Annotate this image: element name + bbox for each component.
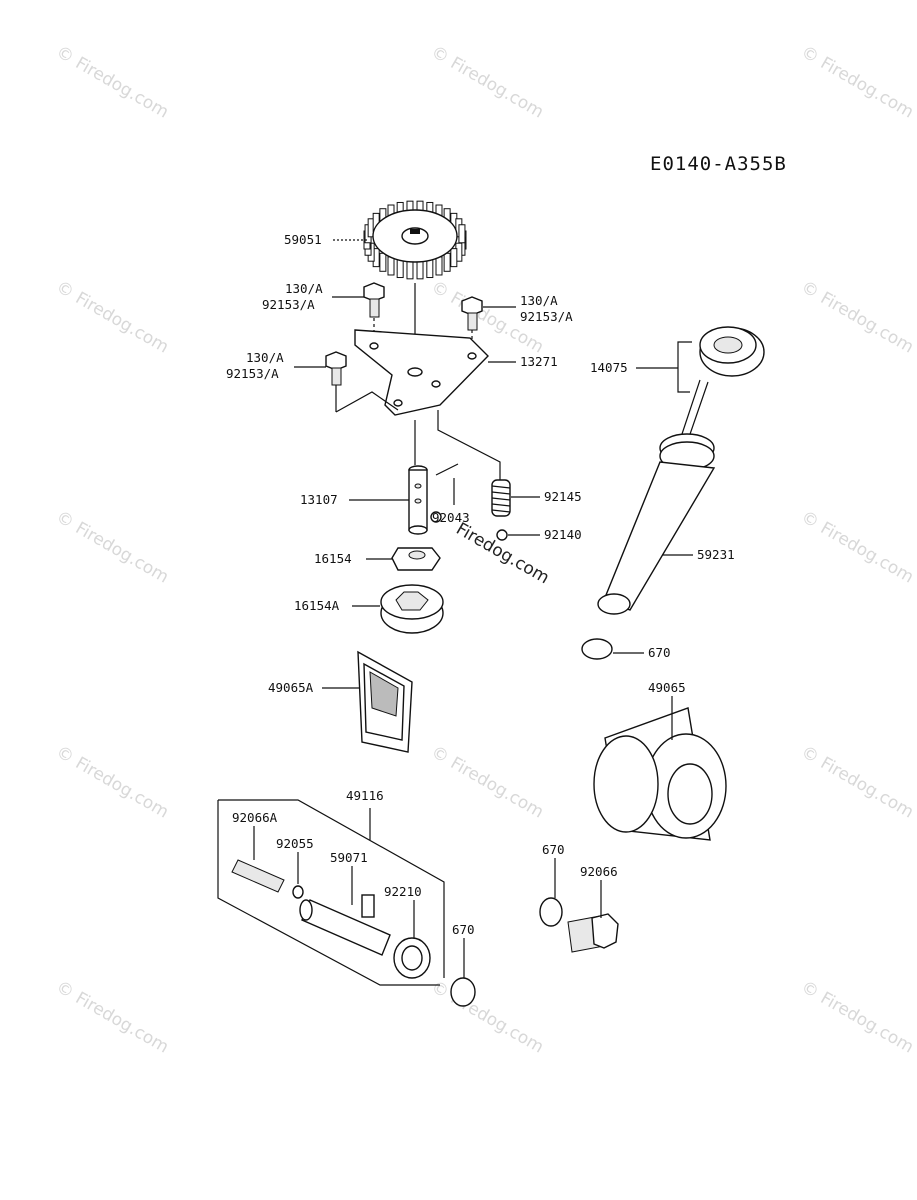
label-49065: 49065 <box>648 680 686 695</box>
label-130a-1: 130/A <box>285 281 323 296</box>
o-ring-670[interactable] <box>539 897 563 927</box>
gear-tooth <box>396 259 404 279</box>
gear-tooth <box>426 259 434 279</box>
nut-92210[interactable] <box>393 937 431 979</box>
diagram-code: E0140-A355B <box>650 153 787 175</box>
label-130a-2: 130/A <box>520 293 558 308</box>
label-14075: 14075 <box>590 360 628 375</box>
label-670-3: 670 <box>542 842 565 857</box>
gear-keyway <box>410 229 420 234</box>
ball-92140[interactable] <box>496 529 508 541</box>
bolt-130a-left-top[interactable] <box>363 282 385 318</box>
spring-92145[interactable] <box>491 479 511 517</box>
ball-icon <box>430 511 442 523</box>
gear-tooth <box>387 256 395 276</box>
label-92043: 92043 <box>432 510 470 525</box>
label-92145: 92145 <box>544 489 582 504</box>
bracket-49116 <box>217 800 440 986</box>
label-16154: 16154 <box>314 551 352 566</box>
plate-13271[interactable] <box>354 329 489 416</box>
o-ring-92055[interactable] <box>292 885 304 899</box>
watermark: © Firedog.com <box>428 42 547 123</box>
label-130a-3: 130/A <box>246 350 284 365</box>
bracket-14075 <box>677 341 692 393</box>
gear-hub <box>401 227 429 245</box>
dipstick-14075[interactable] <box>679 326 765 441</box>
watermark: © Firedog.com <box>798 277 917 358</box>
label-13107: 13107 <box>300 492 338 507</box>
o-ring-670[interactable] <box>581 638 613 660</box>
tube-59231[interactable] <box>597 433 716 615</box>
shaft-13107[interactable] <box>408 465 428 535</box>
label-92140: 92140 <box>544 527 582 542</box>
watermark: © Firedog.com <box>798 507 917 588</box>
bracket-line <box>335 391 399 413</box>
gear-tooth <box>406 260 414 280</box>
label-92210: 92210 <box>384 884 422 899</box>
oil-filter-49065[interactable] <box>593 707 727 841</box>
watermark: © Firedog.com <box>53 507 172 588</box>
bolt-130a-right[interactable] <box>461 296 483 331</box>
rotor-16154[interactable] <box>391 547 441 571</box>
gear-tooth <box>435 256 443 276</box>
gear-59051[interactable] <box>363 200 467 280</box>
label-16154a: 16154A <box>294 598 340 613</box>
bracket-49116 <box>218 799 445 978</box>
gear-tooth <box>416 260 424 280</box>
label-670-2: 670 <box>452 922 475 937</box>
screen-49065a[interactable] <box>357 650 413 753</box>
watermark: © Firedog.com <box>53 277 172 358</box>
fitting-59071[interactable] <box>299 894 391 956</box>
watermark: © Firedog.com <box>798 977 917 1058</box>
watermark: © Firedog.com <box>798 742 917 823</box>
gear-tooth <box>443 252 451 272</box>
label-92153a-2: 92153/A <box>520 309 573 324</box>
bolt-130a-left-bottom[interactable] <box>325 351 347 386</box>
pin-92043[interactable] <box>435 463 459 476</box>
drain-plug-92066[interactable] <box>567 913 619 953</box>
watermark: © Firedog.com <box>428 742 547 823</box>
label-92055: 92055 <box>276 836 314 851</box>
gear-tooth <box>450 248 458 268</box>
label-59071: 59071 <box>330 850 368 865</box>
label-92066: 92066 <box>580 864 618 879</box>
label-92066a: 92066A <box>232 810 278 825</box>
watermark: © Firedog.com <box>428 977 547 1058</box>
plug-92066a[interactable] <box>231 859 285 893</box>
o-ring-670[interactable] <box>450 977 476 1007</box>
gear-tooth <box>458 224 466 244</box>
label-59051: 59051 <box>284 232 322 247</box>
label-92153a-3: 92153/A <box>226 366 279 381</box>
gear-tooth <box>379 252 387 272</box>
watermark: © Firedog.com <box>798 42 917 123</box>
label-49116: 49116 <box>346 788 384 803</box>
label-59231: 59231 <box>697 547 735 562</box>
rotor-16154a[interactable] <box>380 584 444 634</box>
label-49065a: 49065A <box>268 680 314 695</box>
label-92153a-1: 92153/A <box>262 297 315 312</box>
watermark: © Firedog.com <box>53 42 172 123</box>
label-670-1: 670 <box>648 645 671 660</box>
label-13271: 13271 <box>520 354 558 369</box>
watermark: © Firedog.com <box>53 977 172 1058</box>
bracket-line <box>437 410 501 480</box>
watermark: © Firedog.com <box>53 742 172 823</box>
